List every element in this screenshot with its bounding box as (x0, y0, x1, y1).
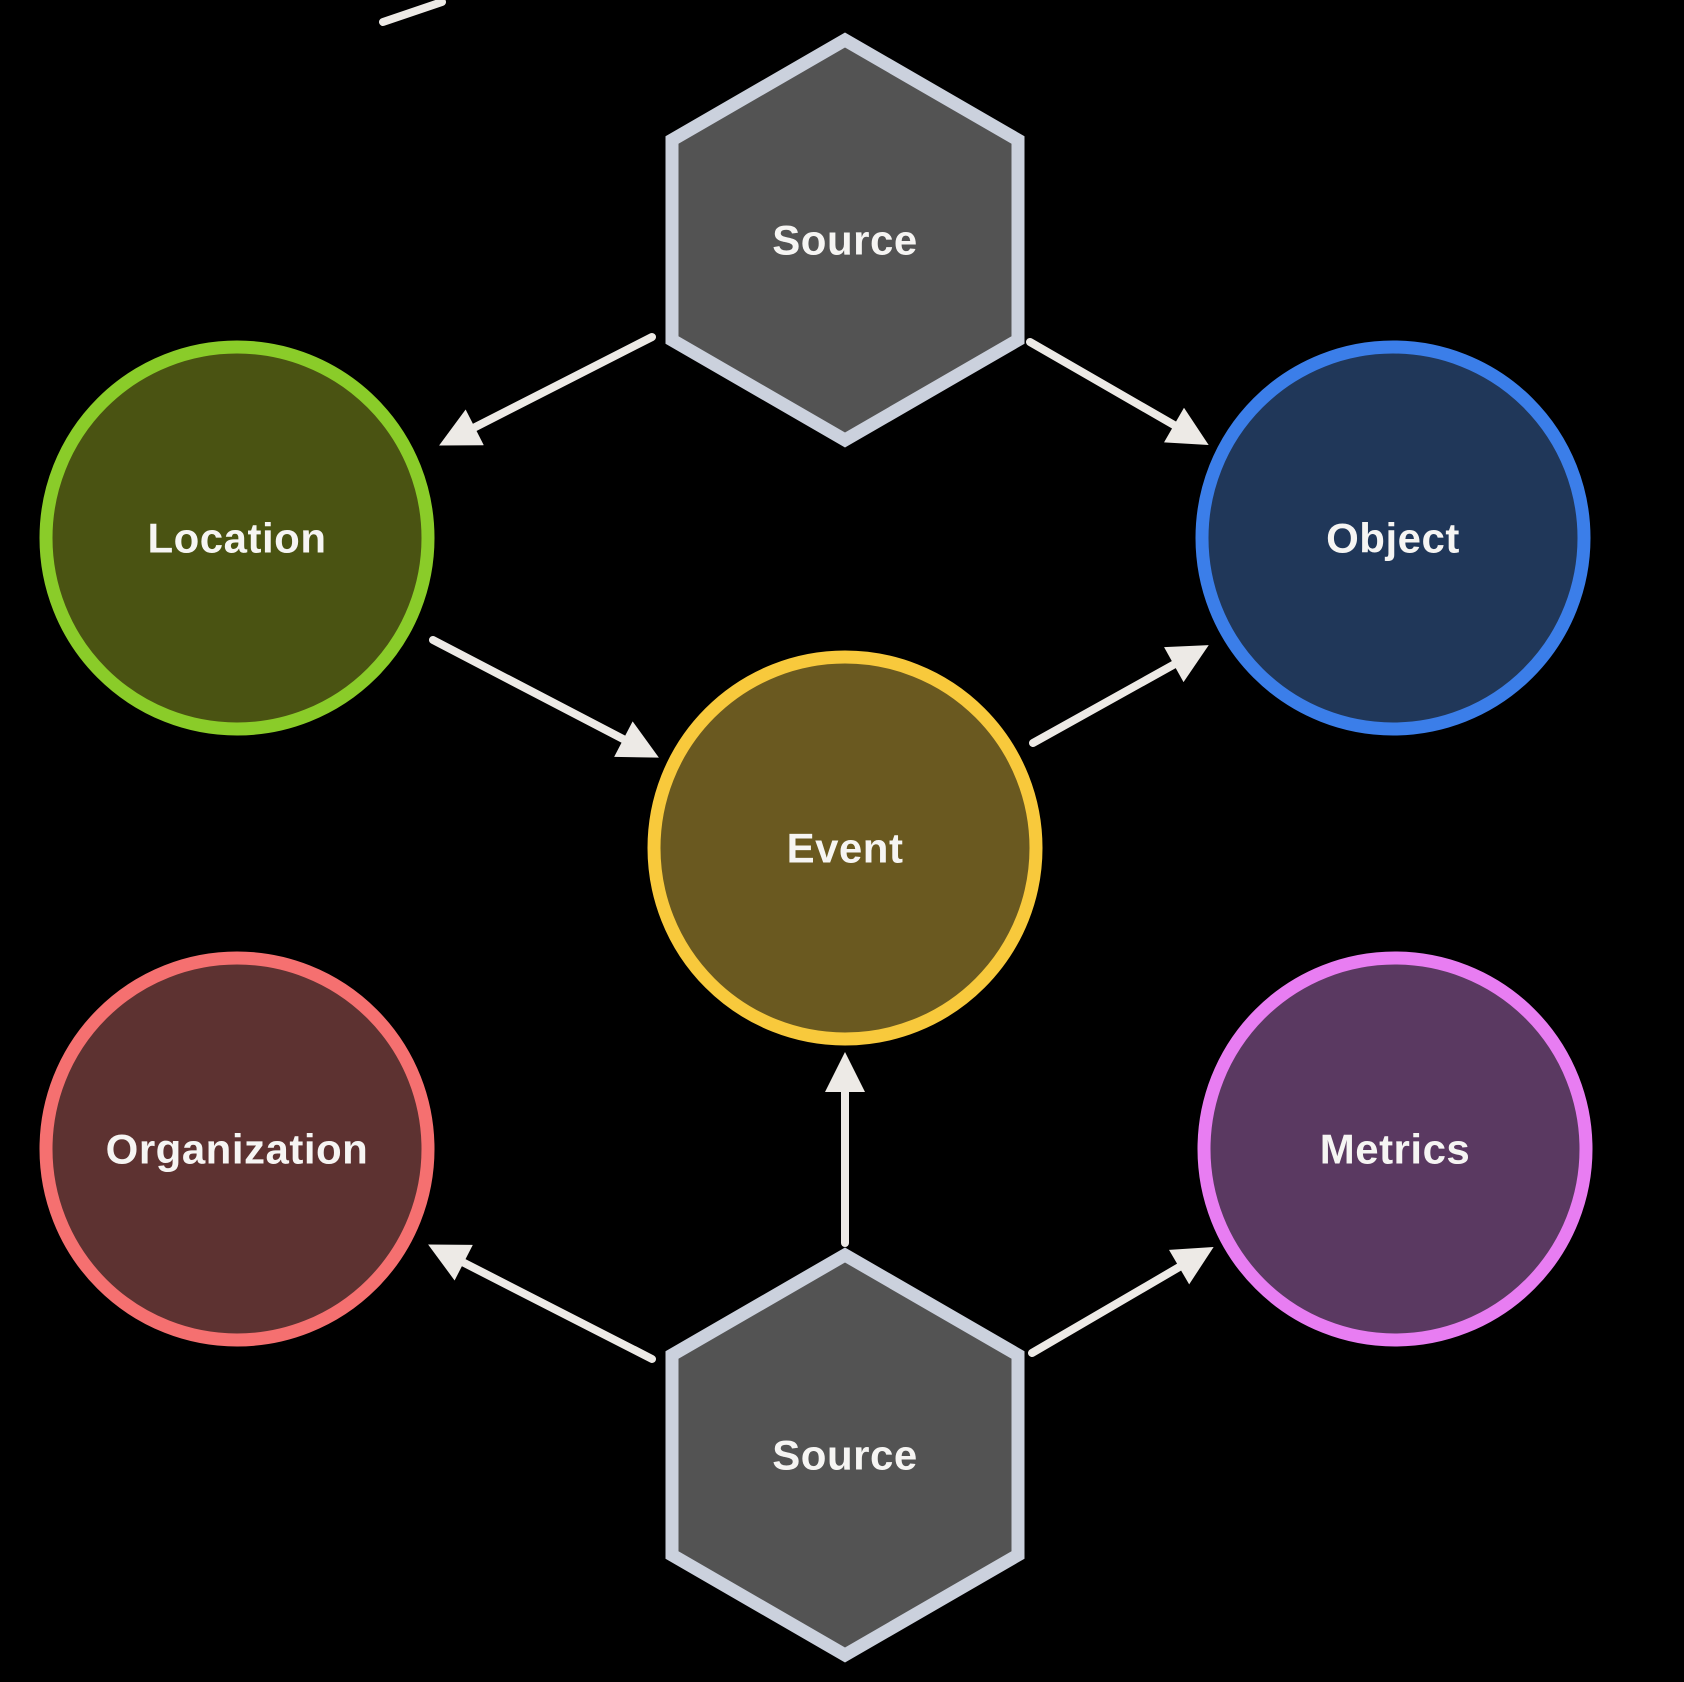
node-event[interactable] (647, 650, 1043, 1046)
node-source-top-label: Source (772, 217, 917, 264)
edge-source-top-to-object[interactable] (1026, 338, 1209, 445)
edges-layer (379, 0, 1214, 1363)
node-metrics-label: Metrics (1320, 1126, 1471, 1173)
node-source-bottom[interactable] (665, 1247, 1025, 1663)
node-location-label: Location (148, 515, 327, 562)
node-source-top[interactable] (665, 32, 1025, 448)
edge-location-to-event[interactable] (429, 636, 659, 758)
edge-source-bottom-to-metrics[interactable] (1028, 1246, 1214, 1357)
node-object[interactable] (1195, 340, 1591, 736)
node-metrics[interactable] (1197, 951, 1593, 1347)
node-event-label: Event (787, 825, 904, 872)
nodes-layer: Source Location Object Event Organizatio… (39, 32, 1593, 1663)
node-source-bottom-label: Source (772, 1432, 917, 1479)
edge-offscreen-top-left[interactable] (379, 0, 446, 26)
edge-event-to-object[interactable] (1029, 645, 1209, 747)
node-organization-label: Organization (106, 1126, 369, 1173)
edge-source-bottom-to-organization[interactable] (428, 1244, 656, 1363)
node-object-label: Object (1326, 515, 1460, 562)
edge-source-top-to-location[interactable] (439, 333, 656, 446)
node-organization[interactable] (39, 951, 435, 1347)
node-location[interactable] (39, 340, 435, 736)
